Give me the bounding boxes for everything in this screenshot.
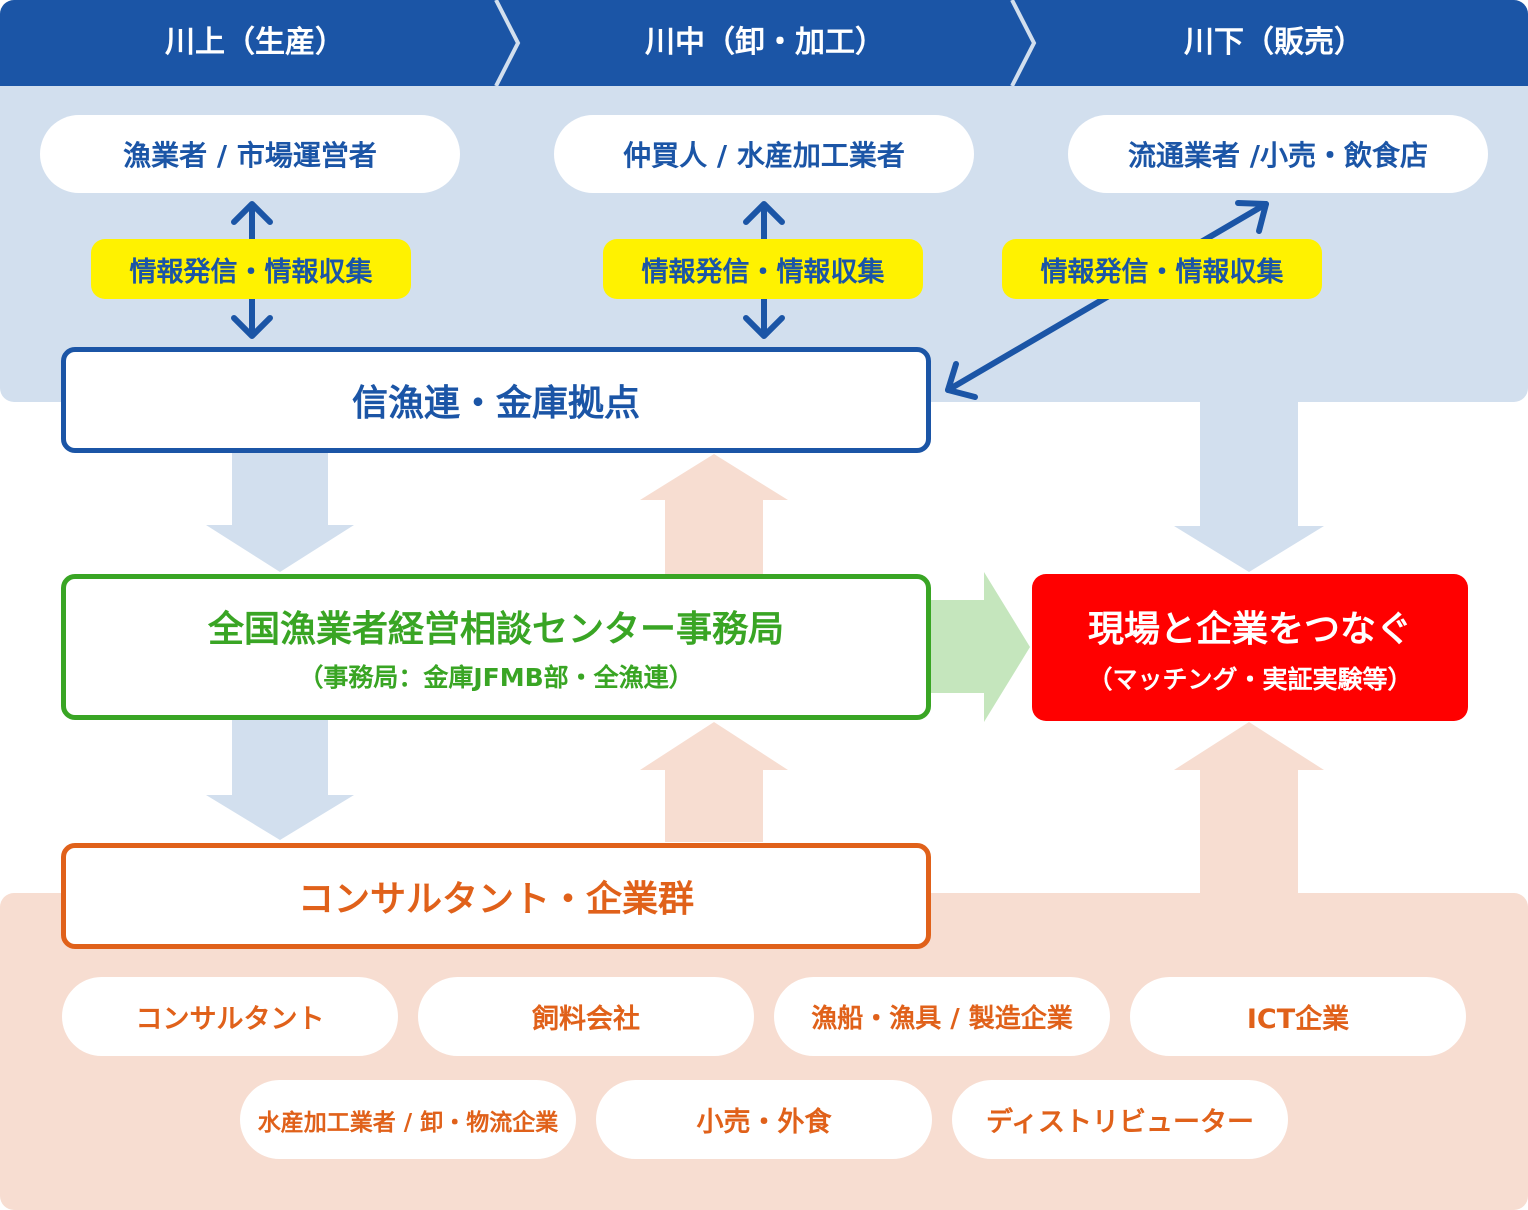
header-upstream: 川上（生産） [165,25,345,60]
up-arrow-consultants-to-center [640,722,788,842]
consultants-label: コンサルタント・企業群 [297,879,694,920]
consultation-center-box: 全国漁業者経営相談センター事務局 （事務局：金庫JFMB部・全漁連） [61,574,931,720]
arrow-head-down-icon [231,315,273,339]
chevron-right-icon [494,0,521,86]
goal-subtitle: （マッチング・実証実験等） [1087,664,1413,694]
info-tag-upstream: 情報発信・情報収集 [91,239,411,299]
down-arrow-center-to-consultants [206,718,354,840]
right-arrow-center-to-goal [930,572,1030,722]
company-pill: 飼料会社 [418,977,754,1056]
actor-upstream: 漁業者 / 市場運営者 [40,115,460,193]
actor-midstream: 仲買人 / 水産加工業者 [554,115,974,193]
arrow-head-up-icon [743,201,785,225]
company-pill: ICT企業 [1130,977,1466,1056]
arrow-head-up-icon [231,201,273,225]
header-midstream: 川中（卸・加工） [645,25,885,60]
company-pill: コンサルタント [62,977,398,1056]
company-pill: 水産加工業者 / 卸・物流企業 [240,1080,576,1159]
down-arrow-downstream-to-goal [1174,400,1324,572]
info-tag-midstream: 情報発信・情報収集 [603,239,923,299]
arrow-head-diagonal-icon [945,361,978,400]
header-downstream: 川下（販売） [1184,25,1364,60]
arrow-head-diagonal-icon [1235,200,1269,234]
down-arrow-hub-to-center [206,452,354,572]
chevron-right-icon [1010,0,1037,86]
hub-box: 信漁連・金庫拠点 [61,347,931,453]
actor-downstream: 流通業者 /小売・飲食店 [1068,115,1488,193]
up-arrow-companies-to-goal [1174,722,1324,895]
company-pill: ディストリビューター [952,1080,1288,1159]
goal-box: 現場と企業をつなぐ （マッチング・実証実験等） [1032,574,1468,721]
center-subtitle: （事務局：金庫JFMB部・全漁連） [298,663,694,692]
company-pill: 漁船・漁具 / 製造企業 [774,977,1110,1056]
hub-label: 信漁連・金庫拠点 [351,383,640,424]
info-tag-downstream: 情報発信・情報収集 [1002,239,1322,299]
center-title: 全国漁業者経営相談センター事務局 [207,609,784,650]
consultants-box: コンサルタント・企業群 [61,843,931,949]
company-pill: 小売・外食 [596,1080,932,1159]
up-arrow-center-to-hub [640,454,788,574]
value-chain-header: 川上（生産） 川中（卸・加工） 川下（販売） [0,0,1528,86]
goal-title: 現場と企業をつなぐ [1087,608,1412,650]
arrow-head-down-icon [743,315,785,339]
